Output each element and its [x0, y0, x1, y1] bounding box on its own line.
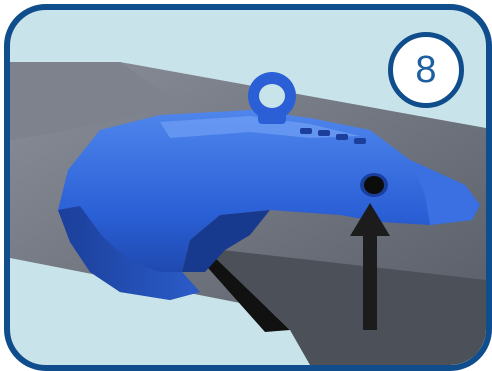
clamp-body	[58, 110, 480, 300]
clamp-front-face	[58, 206, 200, 300]
illustration-panel: 8	[4, 4, 492, 371]
clamp-vents	[300, 128, 366, 144]
step-number-badge: 8	[388, 32, 464, 108]
beam-web	[205, 248, 486, 365]
locking-button	[360, 173, 388, 197]
lifting-eye	[248, 72, 296, 124]
clamp-jaw	[182, 210, 270, 272]
clamp-nose	[410, 160, 480, 225]
beam-flange-shade	[10, 62, 180, 140]
clamp-illustration	[10, 62, 486, 365]
step-number: 8	[415, 49, 437, 91]
arrow-up-icon	[350, 203, 390, 330]
